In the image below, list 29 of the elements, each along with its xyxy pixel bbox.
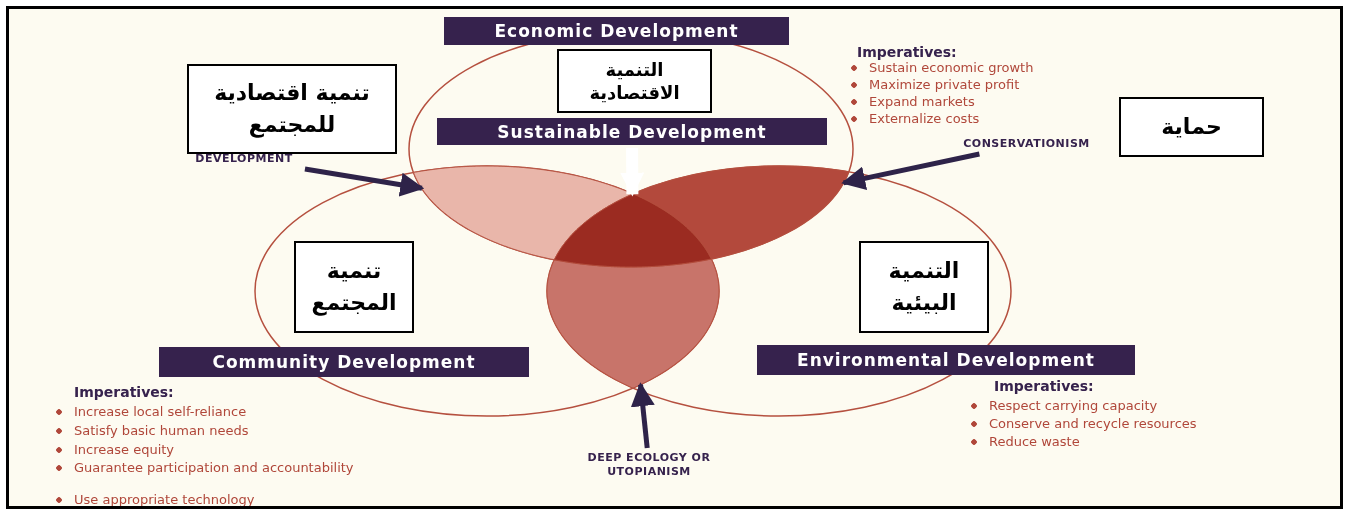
title-band: Sustainable Development <box>437 118 827 145</box>
overlap-region <box>546 258 720 389</box>
imperative-item: Use appropriate technology <box>54 493 255 506</box>
arrow <box>841 151 980 191</box>
translation-box: التنمية البيئية <box>859 241 989 333</box>
title-band: Economic Development <box>444 17 789 45</box>
arrow <box>630 382 655 449</box>
imperative-item: Increase equity <box>54 443 175 458</box>
approach-label: DEEP ECOLOGY OR UTOPIANISM <box>549 451 749 479</box>
imperative-item: Satisfy basic human needs <box>54 424 249 439</box>
arrow <box>304 166 425 197</box>
imperative-item: Maximize private profit <box>849 78 1020 93</box>
translation-box: حماية <box>1119 97 1264 157</box>
arrow <box>620 147 645 197</box>
translation-box: تنمية المجتمع <box>294 241 414 333</box>
imperatives-heading: Imperatives: <box>857 45 957 61</box>
translation-box: التنمية الاقتصادية <box>557 49 712 113</box>
translation-box: تنمية اقتصادية للمجتمع <box>187 64 397 154</box>
approach-label: DEVELOPMENT <box>169 152 319 166</box>
imperative-item: Guarantee participation and accountability <box>54 461 354 476</box>
imperative-item: Expand markets <box>849 95 975 110</box>
title-band: Environmental Development <box>757 345 1135 375</box>
imperatives-heading: Imperatives: <box>74 385 174 401</box>
imperative-item: Sustain economic growth <box>849 61 1034 76</box>
imperative-item: Respect carrying capacity <box>969 399 1158 414</box>
overlap-region <box>553 193 712 268</box>
imperative-item: Conserve and recycle resources <box>969 417 1197 432</box>
title-band: Community Development <box>159 347 529 377</box>
approach-label: CONSERVATIONISM <box>944 137 1109 151</box>
